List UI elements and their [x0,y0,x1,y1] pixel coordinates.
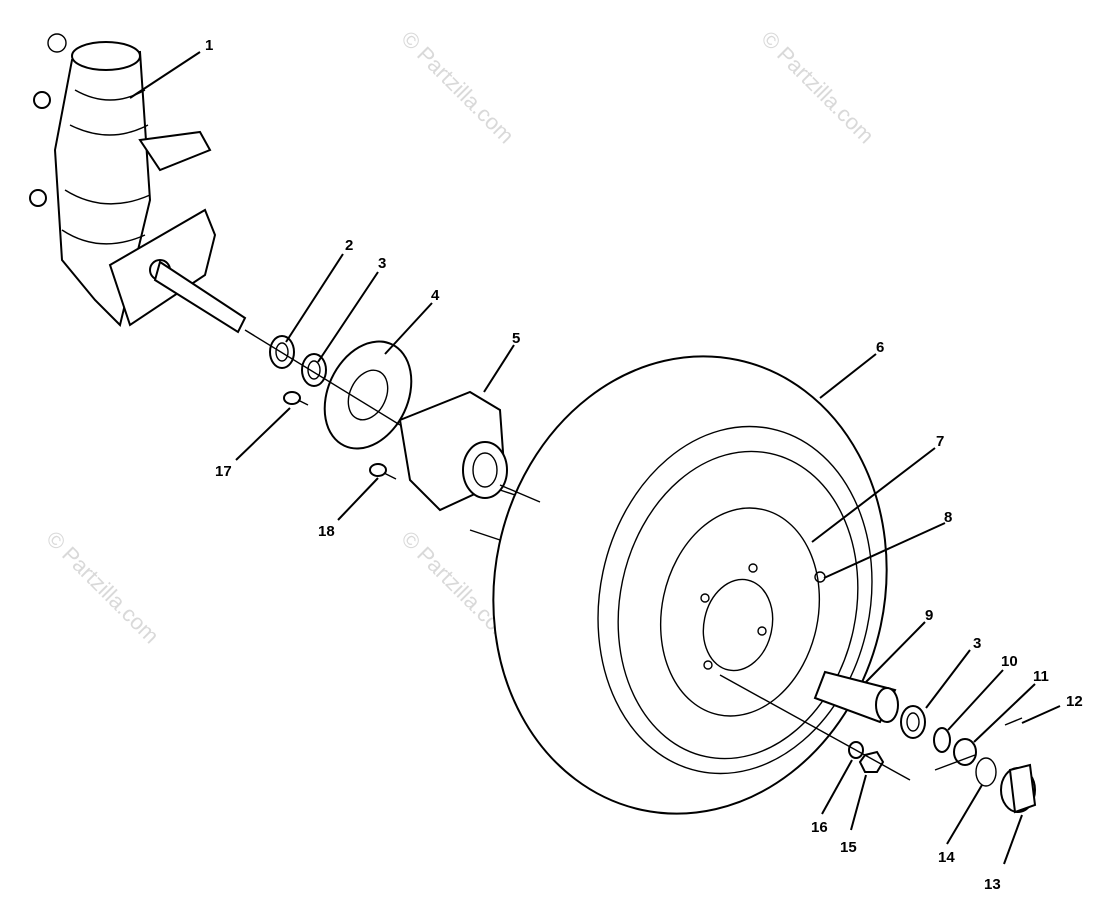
tire-and-rim [492,355,888,815]
castle-nut [953,738,977,766]
callout-6: 6 [876,339,884,356]
spacer-tube [813,670,899,724]
wheel-hub [398,390,531,541]
cotter-pin [1004,717,1023,726]
o-ring [975,757,997,787]
callout-3: 3 [378,255,386,272]
callout-11: 11 [1033,668,1049,685]
bearing-outer [900,705,926,739]
lug-nut [858,750,885,773]
washer [933,727,951,753]
callout-7: 7 [936,433,944,450]
watermark: © Partzilla.com [396,26,519,149]
callout-14: 14 [938,849,955,866]
callout-13: 13 [984,876,1001,893]
bearing-inner [301,353,327,387]
leader-lines [129,51,1061,865]
bolt-17 [283,391,309,406]
callout-5: 5 [512,330,520,347]
callout-1: 1 [205,37,213,54]
callout-2: 2 [345,237,353,254]
callout-18: 18 [318,523,335,540]
watermark: © Partzilla.com [41,526,164,649]
watermark: © Partzilla.com [756,26,879,149]
callout-3-right: 3 [973,635,981,652]
callouts: 1 2 3 4 5 6 7 8 9 3 10 11 12 13 14 15 16… [205,37,1083,893]
callout-17: 17 [215,463,232,480]
callout-4: 4 [431,287,440,304]
callout-16: 16 [811,819,828,836]
callout-10: 10 [1001,653,1018,670]
bolt-18 [369,463,397,480]
callout-12: 12 [1066,693,1083,710]
callout-9: 9 [925,607,933,624]
brake-disc [323,340,413,450]
spindle-knuckle [29,33,247,334]
dust-cap [1000,763,1037,814]
callout-15: 15 [840,839,857,856]
callout-8: 8 [944,509,952,526]
